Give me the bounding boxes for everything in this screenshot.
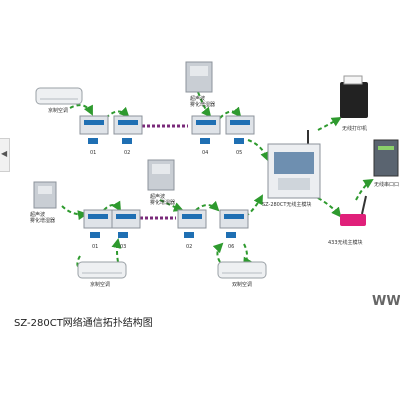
sensor-node-top-5	[225, 115, 255, 144]
sensor-node-bottom-2	[177, 209, 207, 238]
humidifier-left	[33, 181, 57, 209]
label-ac-top: 京制空调	[48, 108, 69, 114]
arrow-hum-left-to-node1	[61, 205, 88, 221]
arrow-main-to-printer	[317, 116, 342, 131]
sensor-node-top-1	[79, 115, 109, 144]
label-ac-bottom-right: 双制空调	[232, 282, 253, 288]
humidifier-top	[185, 61, 213, 93]
label-humidifier-mid: 超声波 雾化增湿器	[150, 194, 176, 206]
node-tag-bottom-1: 01	[92, 244, 99, 250]
label-main-module: SZ-280CT无线主模块	[262, 202, 312, 208]
arrow-hum-mid-to-node2b	[159, 199, 184, 212]
main-wireless-module	[267, 130, 321, 199]
ac-unit-top	[35, 87, 83, 105]
sensor-node-bottom-6	[219, 209, 249, 238]
label-humidifier-top: 超声波 雾化增湿器	[190, 96, 216, 108]
chevron-left-icon: ◀	[1, 149, 8, 158]
arrow-node2b-to-node6b	[195, 200, 220, 212]
arrow-hum-top-to-node4	[197, 91, 212, 118]
node-tag-top-5: 05	[236, 150, 243, 156]
node-tag-bottom-6: 06	[228, 244, 235, 250]
arrow-ac-left-to-ac-mid	[76, 255, 90, 275]
sensor-node-bottom-3	[111, 209, 141, 238]
arrow-node4-to-node5	[219, 106, 242, 119]
label-ac-bottom-mid: 京制空调	[90, 282, 111, 288]
watermark: WW	[372, 294, 400, 309]
node-tag-top-2: 02	[124, 150, 131, 156]
ac-unit-bottom-mid	[77, 261, 127, 279]
diagram-caption: SZ-280CT网络通信拓扑结构图	[14, 318, 153, 329]
humidifier-mid	[147, 159, 175, 191]
connection-arrows	[61, 91, 374, 275]
label-port: 无线串口口	[374, 182, 400, 188]
arrow-433-to-port	[355, 178, 374, 201]
label-printer: 无线打印机	[342, 126, 368, 132]
arrow-ac-mid-to-node	[111, 238, 122, 263]
node-tag-bottom-2: 02	[186, 244, 193, 250]
side-collapse-tab[interactable]: ◀	[0, 138, 10, 172]
node-tag-bottom-3: 03	[120, 244, 127, 250]
sensor-node-bottom-1	[83, 209, 113, 238]
sensor-node-top-2	[113, 115, 143, 144]
wireless-port-device	[373, 139, 399, 177]
wireless-printer	[340, 75, 368, 118]
node-tag-top-1: 01	[90, 150, 97, 156]
node-tag-top-4: 04	[202, 150, 209, 156]
arrow-main-to-433	[317, 197, 342, 218]
ac-unit-bottom-right	[217, 261, 267, 279]
arrow-ac-right-to-node	[212, 242, 224, 263]
wireless-433-module	[340, 195, 367, 226]
arrow-ac-top-to-node1	[69, 104, 93, 116]
sensor-node-top-4	[191, 115, 221, 144]
arrow-node5-to-main	[247, 139, 270, 162]
bus-segments	[140, 124, 188, 220]
label-humidifier-left: 超声波 雾化增湿器	[30, 212, 56, 224]
label-433-module: 433无线主模块	[328, 240, 363, 246]
arrow-node1b-to-node3b	[103, 200, 122, 212]
